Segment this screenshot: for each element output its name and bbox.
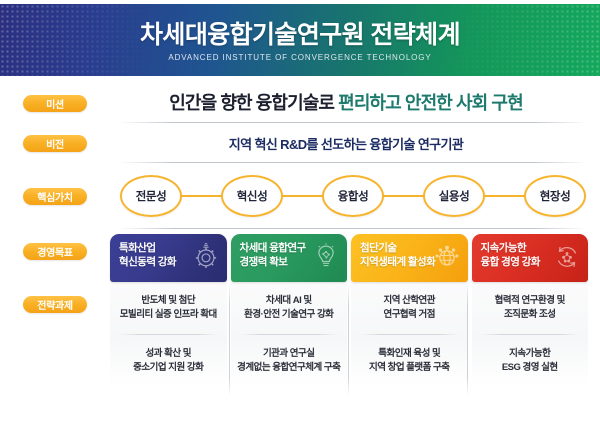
task-1-2-line2: 중소기업 지원 강화 <box>133 362 204 373</box>
goal-card-1[interactable]: 특화산업 혁신동력 강화 <box>110 234 227 282</box>
strategy-column-1: 특화산업 혁신동력 강화 <box>110 234 227 387</box>
goal-card-2-line2: 경쟁력 확보 <box>239 256 288 269</box>
divider-under-core-values <box>118 228 588 229</box>
task-1-1: 반도체 및 첨단 모빌리티 실증 인프라 확대 <box>110 282 227 334</box>
column-separator-2 <box>348 286 349 394</box>
core-values-row: 핵심가치 전문성 혁신성 융합성 실용성 현장성 <box>0 166 600 226</box>
task-4-2: 지속가능한 ESG 경영 실현 <box>472 335 589 387</box>
core-value-node-1[interactable]: 전문성 <box>120 175 182 217</box>
goal-card-2-line1: 차세대 융합연구 <box>239 242 307 254</box>
divider-under-vision <box>118 162 588 163</box>
strategic-tasks-badge: 전략과제 <box>23 296 87 313</box>
task-1-2: 성과 확산 및 중소기업 지원 강화 <box>110 335 227 387</box>
goal-card-4[interactable]: 지속가능한 융합 경영 강화 <box>471 234 588 282</box>
strategy-column-2: 차세대 융합연구 경쟁력 확보 <box>230 234 348 387</box>
goal-card-3-line2: 지역생태계 활성화 <box>360 256 436 269</box>
task-3-1-line2: 연구협력 거점 <box>383 309 436 320</box>
goal-card-4-line1: 지속가능한 <box>480 242 527 254</box>
task-3-2-line1: 특화인재 육성 및 <box>378 348 441 360</box>
core-value-node-4[interactable]: 실용성 <box>423 175 485 217</box>
goal-card-4-line2: 융합 경영 강화 <box>480 256 541 269</box>
tasks-label-col: 전략과제 <box>0 296 110 313</box>
task-1-1-line1: 반도체 및 첨단 <box>141 295 196 307</box>
task-divider-1 <box>120 334 217 335</box>
task-1-2-line1: 성과 확산 및 <box>145 348 192 360</box>
strategy-column-3: 첨단기술 지역생태계 활성화 <box>351 234 468 387</box>
core-value-node-2[interactable]: 혁신성 <box>221 175 283 217</box>
core-value-label-2: 혁신성 <box>236 191 268 203</box>
task-4-2-line1: 지속가능한 <box>509 348 551 360</box>
mission-statement: 인간을 향한 융합기술로 편리하고 안전한 사회 구현 <box>110 93 600 114</box>
task-4-2-line2: ESG 경영 실현 <box>501 362 558 373</box>
task-2-2-line1: 기관과 연구실 <box>262 348 315 360</box>
globe-network-icon <box>432 241 462 276</box>
task-4-1-line2: 조직문화 조성 <box>503 309 556 320</box>
task-divider-2 <box>240 334 337 335</box>
task-3-2: 특화인재 육성 및 지역 창업 플랫폼 구축 <box>351 335 468 387</box>
management-goals-badge: 경영목표 <box>23 243 87 260</box>
core-value-node-3[interactable]: 융합성 <box>322 175 384 217</box>
column-separator-1 <box>229 286 230 394</box>
recycle-arrows-icon <box>552 241 582 276</box>
goals-tasks-grid: 특화산업 혁신동력 강화 <box>110 234 588 387</box>
core-value-label-5: 현장성 <box>539 191 571 203</box>
task-list-3: 지역 산학연관 연구협력 거점 특화인재 육성 및 지역 창업 플랫폼 구축 <box>351 282 468 387</box>
banner-dot-pattern-left <box>0 4 150 76</box>
task-4-1-line1: 협력적 연구환경 및 <box>494 295 566 307</box>
task-divider-3 <box>361 334 458 335</box>
task-2-1-line1: 차세대 AI 및 <box>265 295 312 307</box>
task-list-1: 반도체 및 첨단 모빌리티 실증 인프라 확대 성과 확산 및 중소기업 지원 … <box>110 282 227 387</box>
column-separator-3 <box>467 286 468 394</box>
goal-card-3[interactable]: 첨단기술 지역생태계 활성화 <box>351 234 468 282</box>
vision-row: 비전 지역 혁신 R&D를 선도하는 융합기술 연구기관 <box>0 128 600 158</box>
lightbulb-network-icon <box>311 241 341 276</box>
page-subtitle: ADVANCED INSTITUTE OF CONVERGENCE TECHNO… <box>168 53 432 63</box>
mission-text-accent: 편리하고 안전한 사회 구현 <box>338 92 523 113</box>
page-title: 차세대융합기술연구원 전략체계 <box>140 20 461 49</box>
task-1-1-line2: 모빌리티 실증 인프라 확대 <box>119 309 218 320</box>
core-value-label-4: 실용성 <box>438 191 470 203</box>
task-3-1: 지역 산학연관 연구협력 거점 <box>351 282 468 334</box>
vision-statement: 지역 혁신 R&D를 선도하는 융합기술 연구기관 <box>228 136 464 152</box>
banner-dot-pattern-right <box>450 4 600 76</box>
goal-card-3-line1: 첨단기술 <box>360 242 397 254</box>
goal-card-1-line2: 혁신동력 강화 <box>119 256 177 269</box>
task-divider-4 <box>481 334 578 335</box>
divider-under-mission <box>118 122 588 123</box>
gear-icon <box>191 241 221 276</box>
vision-badge: 비전 <box>23 134 87 152</box>
mission-badge: 미션 <box>23 94 87 112</box>
task-3-2-line2: 지역 창업 플랫폼 구축 <box>368 362 450 373</box>
task-list-2: 차세대 AI 및 환경·안전 기술연구 강화 기관과 연구실 경계없는 융합연구… <box>230 282 348 387</box>
task-3-1-line1: 지역 산학연관 <box>383 295 436 307</box>
task-4-1: 협력적 연구환경 및 조직문화 조성 <box>472 282 589 334</box>
task-2-2-line2: 경계없는 융합연구체계 구축 <box>237 362 341 373</box>
task-2-1-line2: 환경·안전 기술연구 강화 <box>244 309 334 320</box>
mission-row: 미션 인간을 향한 융합기술로 편리하고 안전한 사회 구현 <box>0 84 600 122</box>
strategy-column-4: 지속가능한 융합 경영 강화 <box>471 234 589 387</box>
mission-text-primary: 인간을 향한 융합기술로 <box>169 92 339 113</box>
goals-label-col: 경영목표 <box>0 243 110 260</box>
task-2-2: 기관과 연구실 경계없는 융합연구체계 구축 <box>231 335 348 387</box>
task-2-1: 차세대 AI 및 환경·안전 기술연구 강화 <box>231 282 348 334</box>
header-banner: 차세대융합기술연구원 전략체계 ADVANCED INSTITUTE OF CO… <box>0 4 600 76</box>
core-value-node-5[interactable]: 현장성 <box>524 175 586 217</box>
core-values-badge: 핵심가치 <box>23 187 87 205</box>
goal-card-2[interactable]: 차세대 융합연구 경쟁력 확보 <box>230 234 347 282</box>
goal-card-1-line1: 특화산업 <box>119 242 156 254</box>
core-value-label-1: 전문성 <box>135 191 167 203</box>
core-value-label-3: 융합성 <box>337 191 369 203</box>
task-list-4: 협력적 연구환경 및 조직문화 조성 지속가능한 ESG 경영 실현 <box>471 282 589 387</box>
